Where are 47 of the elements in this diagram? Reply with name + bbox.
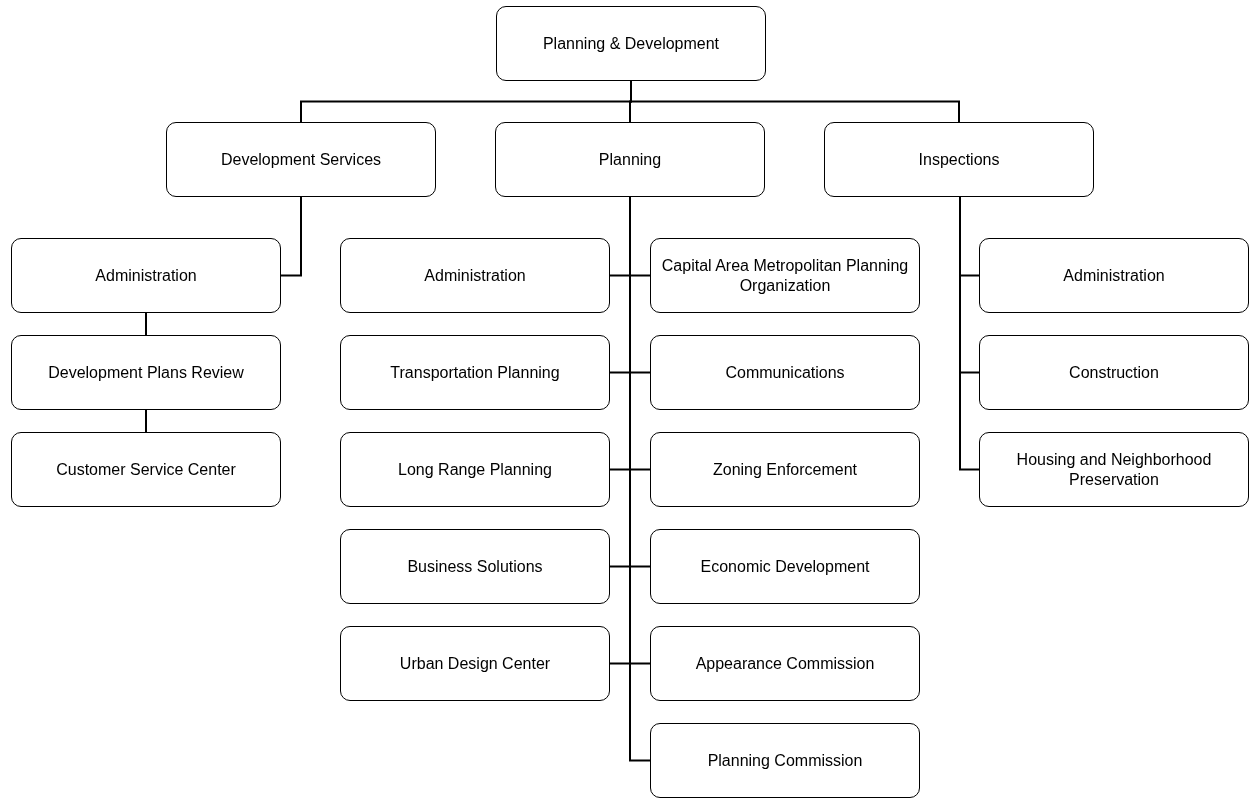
unit-name: Business Solutions — [407, 556, 543, 577]
unit-name: Planning — [598, 149, 662, 170]
unit-name: Administration — [95, 265, 197, 286]
org-box — [650, 432, 920, 507]
org-box — [979, 335, 1249, 410]
unit-name: Appearance Commission — [695, 653, 875, 674]
unit-name: Urban Design Center — [399, 653, 551, 674]
org-box — [650, 529, 920, 604]
org-box — [979, 432, 1249, 507]
connector-line — [145, 312, 147, 336]
unit-name: Capital Area Metropolitan Planning Organization — [660, 255, 910, 296]
org-box — [650, 723, 920, 798]
unit-name: Long Range Planning — [398, 459, 552, 480]
connector-line — [630, 80, 960, 123]
unit-name: Economic Development — [700, 556, 870, 577]
unit-name: Planning Commission — [707, 750, 863, 771]
org-box — [650, 238, 920, 313]
org-box — [979, 238, 1249, 313]
org-box — [650, 626, 920, 701]
connector-line — [959, 196, 980, 471]
unit-name: Housing and Neighborhood Preservation — [1015, 449, 1213, 490]
org-box — [495, 122, 765, 197]
org-box — [11, 432, 281, 507]
org-box — [11, 238, 281, 313]
org-box — [650, 335, 920, 410]
org-box — [340, 238, 610, 313]
unit-name: Development Services — [220, 149, 382, 170]
org-box — [824, 122, 1094, 197]
org-box — [340, 335, 610, 410]
connector-line — [145, 409, 147, 433]
unit-name: Communications — [725, 362, 845, 383]
unit-name: Planning & Development — [542, 33, 720, 54]
org-box — [11, 335, 281, 410]
org-box — [166, 122, 436, 197]
org-box — [496, 6, 766, 81]
unit-name: Administration — [1063, 265, 1165, 286]
org-box — [340, 529, 610, 604]
unit-name: Inspections — [918, 149, 1000, 170]
unit-name: Administration — [424, 265, 526, 286]
org-box — [340, 432, 610, 507]
unit-name: Development Plans Review — [48, 362, 244, 383]
unit-name: Construction — [1069, 362, 1159, 383]
connector-line — [280, 196, 302, 277]
org-box — [340, 626, 610, 701]
unit-name: Customer Service Center — [56, 459, 236, 480]
unit-name: Transportation Planning — [390, 362, 560, 383]
unit-name: Zoning Enforcement — [712, 459, 858, 480]
